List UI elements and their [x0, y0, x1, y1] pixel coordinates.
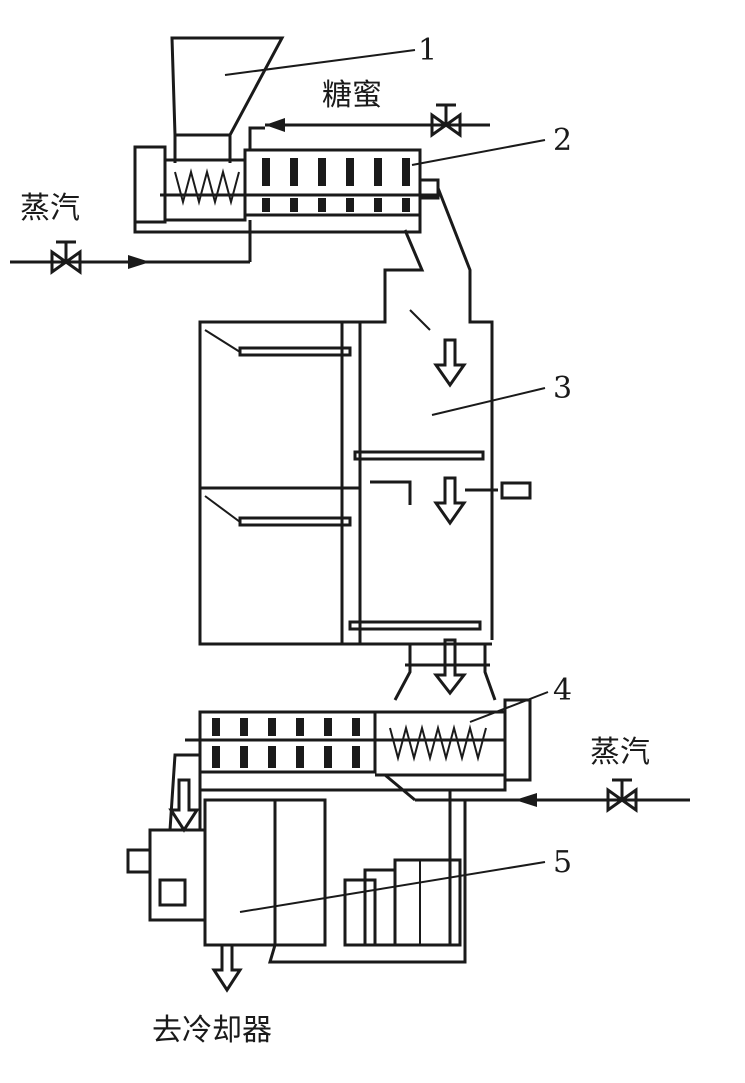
paddle-blade [402, 158, 410, 186]
paddle-blade [374, 158, 382, 186]
label-steam-left: 蒸汽 [20, 191, 80, 226]
paddle-blade [290, 198, 298, 212]
molasses-pipe [265, 103, 490, 138]
paddle-blade [402, 198, 410, 212]
molasses-valve [430, 103, 462, 138]
callout-4: 4 [553, 673, 572, 708]
flow-arrow-3 [432, 638, 468, 696]
conditioning-tower [198, 320, 532, 646]
paddle-blade [212, 718, 220, 736]
mixer-paddles [262, 158, 410, 212]
molasses-arrow [265, 118, 285, 132]
callout-2: 2 [553, 123, 572, 158]
label-molasses: 糖蜜 [322, 78, 382, 113]
flow-arrow-4 [168, 778, 200, 833]
steam-arrow-top [128, 255, 150, 269]
paddle-blade [324, 746, 332, 768]
flow-arrow-out [211, 943, 243, 993]
paddle-blade [352, 718, 360, 736]
molasses-mixer [160, 126, 440, 217]
flow-arrow-1 [433, 338, 467, 388]
pellet-mill [126, 790, 467, 993]
paddle-blade [268, 746, 276, 768]
steam-pipe-top [10, 220, 252, 275]
steam-pipe-bottom [415, 778, 690, 813]
steam-valve-bottom [606, 778, 638, 813]
paddle-blade [352, 746, 360, 768]
paddle-blade [240, 718, 248, 736]
callout-5: 5 [553, 845, 572, 880]
leader-4 [469, 691, 549, 723]
feed-hopper [170, 36, 285, 163]
flow-arrow-2 [433, 476, 467, 526]
top-mixer-base [133, 215, 422, 234]
tower-outlet [393, 638, 497, 701]
leader-2 [411, 139, 546, 166]
label-to-cooler: 去冷却器 [152, 1013, 272, 1048]
conditioner-paddles [212, 718, 360, 768]
paddle-blade [346, 198, 354, 212]
tower-side-port [500, 481, 532, 500]
steam-valve-top [50, 240, 82, 275]
discharge-chute [360, 187, 494, 640]
label-steam-right: 蒸汽 [590, 735, 650, 770]
leader-1 [224, 49, 416, 76]
paddle-blade [262, 198, 270, 212]
callout-1: 1 [418, 33, 437, 68]
paddle-blade [296, 718, 304, 736]
paddle-blade [290, 158, 298, 186]
leader-3 [431, 387, 546, 416]
paddle-blade [318, 198, 326, 212]
side-discharge [168, 753, 202, 833]
paddle-blade [318, 158, 326, 186]
paddle-blade [346, 158, 354, 186]
callout-3: 3 [553, 371, 572, 406]
steam-arrow-bottom [515, 793, 537, 807]
leader-5 [239, 861, 546, 913]
paddle-blade [324, 718, 332, 736]
paddle-blade [268, 718, 276, 736]
bottom-conditioner [185, 698, 532, 802]
paddle-blade [262, 158, 270, 186]
paddle-blade [374, 198, 382, 212]
paddle-blade [212, 746, 220, 768]
paddle-blade [240, 746, 248, 768]
paddle-blade [296, 746, 304, 768]
